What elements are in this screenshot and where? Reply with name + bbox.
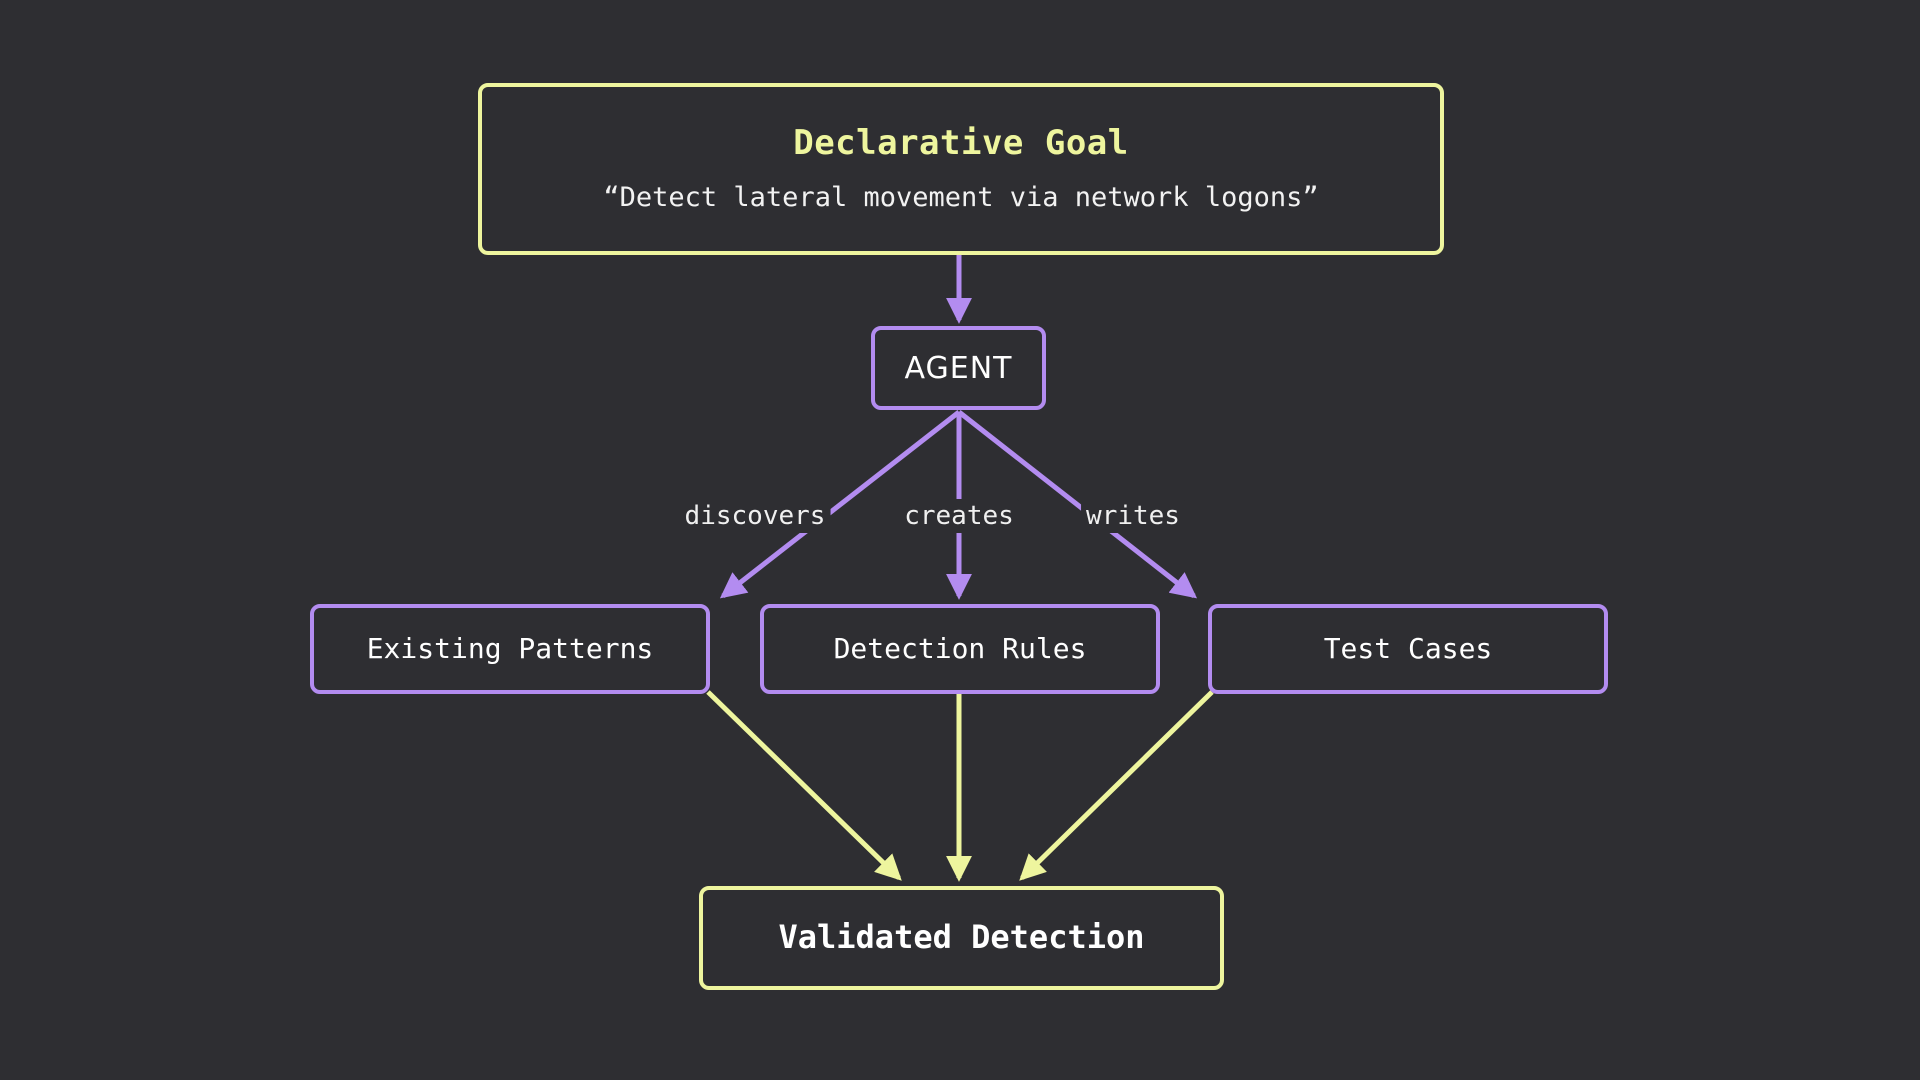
test-cases-label: Test Cases [1323,631,1493,665]
detection-rules-label: Detection Rules [833,631,1087,665]
declarative-goal-quote: “Detect lateral movement via network log… [603,181,1319,213]
node-agent[interactable]: AGENT [871,326,1046,410]
node-existing-patterns[interactable]: Existing Patterns [310,604,710,694]
edge-label-discovers: discovers [679,499,831,533]
node-test-cases[interactable]: Test Cases [1208,604,1608,694]
edge-label-writes: writes [1081,499,1185,533]
agent-label: AGENT [904,350,1013,386]
declarative-goal-title: Declarative Goal [793,123,1129,164]
edge-test-cases-to-validated [1019,690,1214,881]
edge-existing-patterns-to-validated [706,690,902,881]
validated-detection-label: Validated Detection [778,918,1145,957]
node-declarative-goal[interactable]: Declarative Goal “Detect lateral movemen… [478,83,1444,255]
node-validated-detection[interactable]: Validated Detection [699,886,1224,990]
node-detection-rules[interactable]: Detection Rules [760,604,1160,694]
existing-patterns-label: Existing Patterns [366,631,654,665]
edge-agent-to-existing-patterns [719,410,961,599]
edge-agent-to-test-cases [957,410,1198,599]
edge-label-creates: creates [899,499,1019,533]
